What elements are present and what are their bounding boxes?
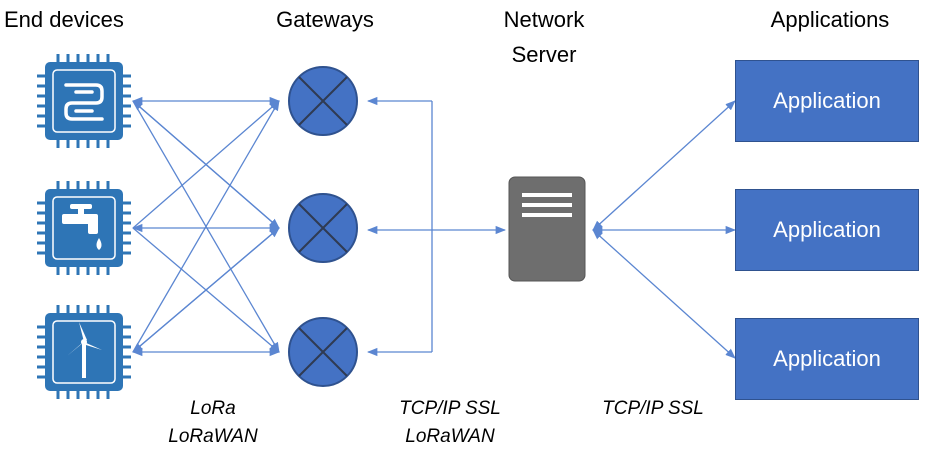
protocol-lora-line2: LoRaWAN (168, 426, 258, 447)
wind-turbine-icon (67, 322, 102, 378)
gateway-1 (288, 66, 358, 136)
network-server-icon (508, 176, 586, 282)
end-device-1 (37, 54, 131, 148)
protocol-ns-app: TCP/IP SSL (602, 398, 704, 419)
end-device-3 (37, 305, 131, 399)
gateway-2 (288, 193, 358, 263)
link-server-app1 (592, 100, 736, 231)
header-end-devices: End devices (4, 7, 124, 32)
protocol-gw-ns-line2: LoRaWAN (405, 426, 495, 447)
header-applications: Applications (770, 7, 890, 32)
application-label: Application (773, 346, 881, 371)
switch-circuit-icon (64, 83, 104, 121)
application-label: Application (773, 88, 881, 113)
application-box-1: Application (735, 60, 919, 142)
protocol-gw-ns-line1: TCP/IP SSL (399, 398, 501, 419)
header-gateways: Gateways (276, 7, 374, 32)
device-gateway-links (131, 96, 281, 357)
server-app-links (591, 100, 737, 359)
gateway-3 (288, 317, 358, 387)
application-box-2: Application (735, 189, 919, 271)
end-device-2 (37, 181, 131, 275)
water-tap-icon (62, 204, 102, 250)
link-server-app3 (592, 229, 736, 359)
gateway-server-links (366, 96, 507, 357)
header-network-server-1: Network (503, 7, 585, 32)
protocol-lora-line1: LoRa (190, 398, 236, 419)
header-network-server-2: Server (511, 42, 577, 67)
application-label: Application (773, 217, 881, 242)
link-d3-g1 (132, 100, 280, 353)
application-box-3: Application (735, 318, 919, 400)
